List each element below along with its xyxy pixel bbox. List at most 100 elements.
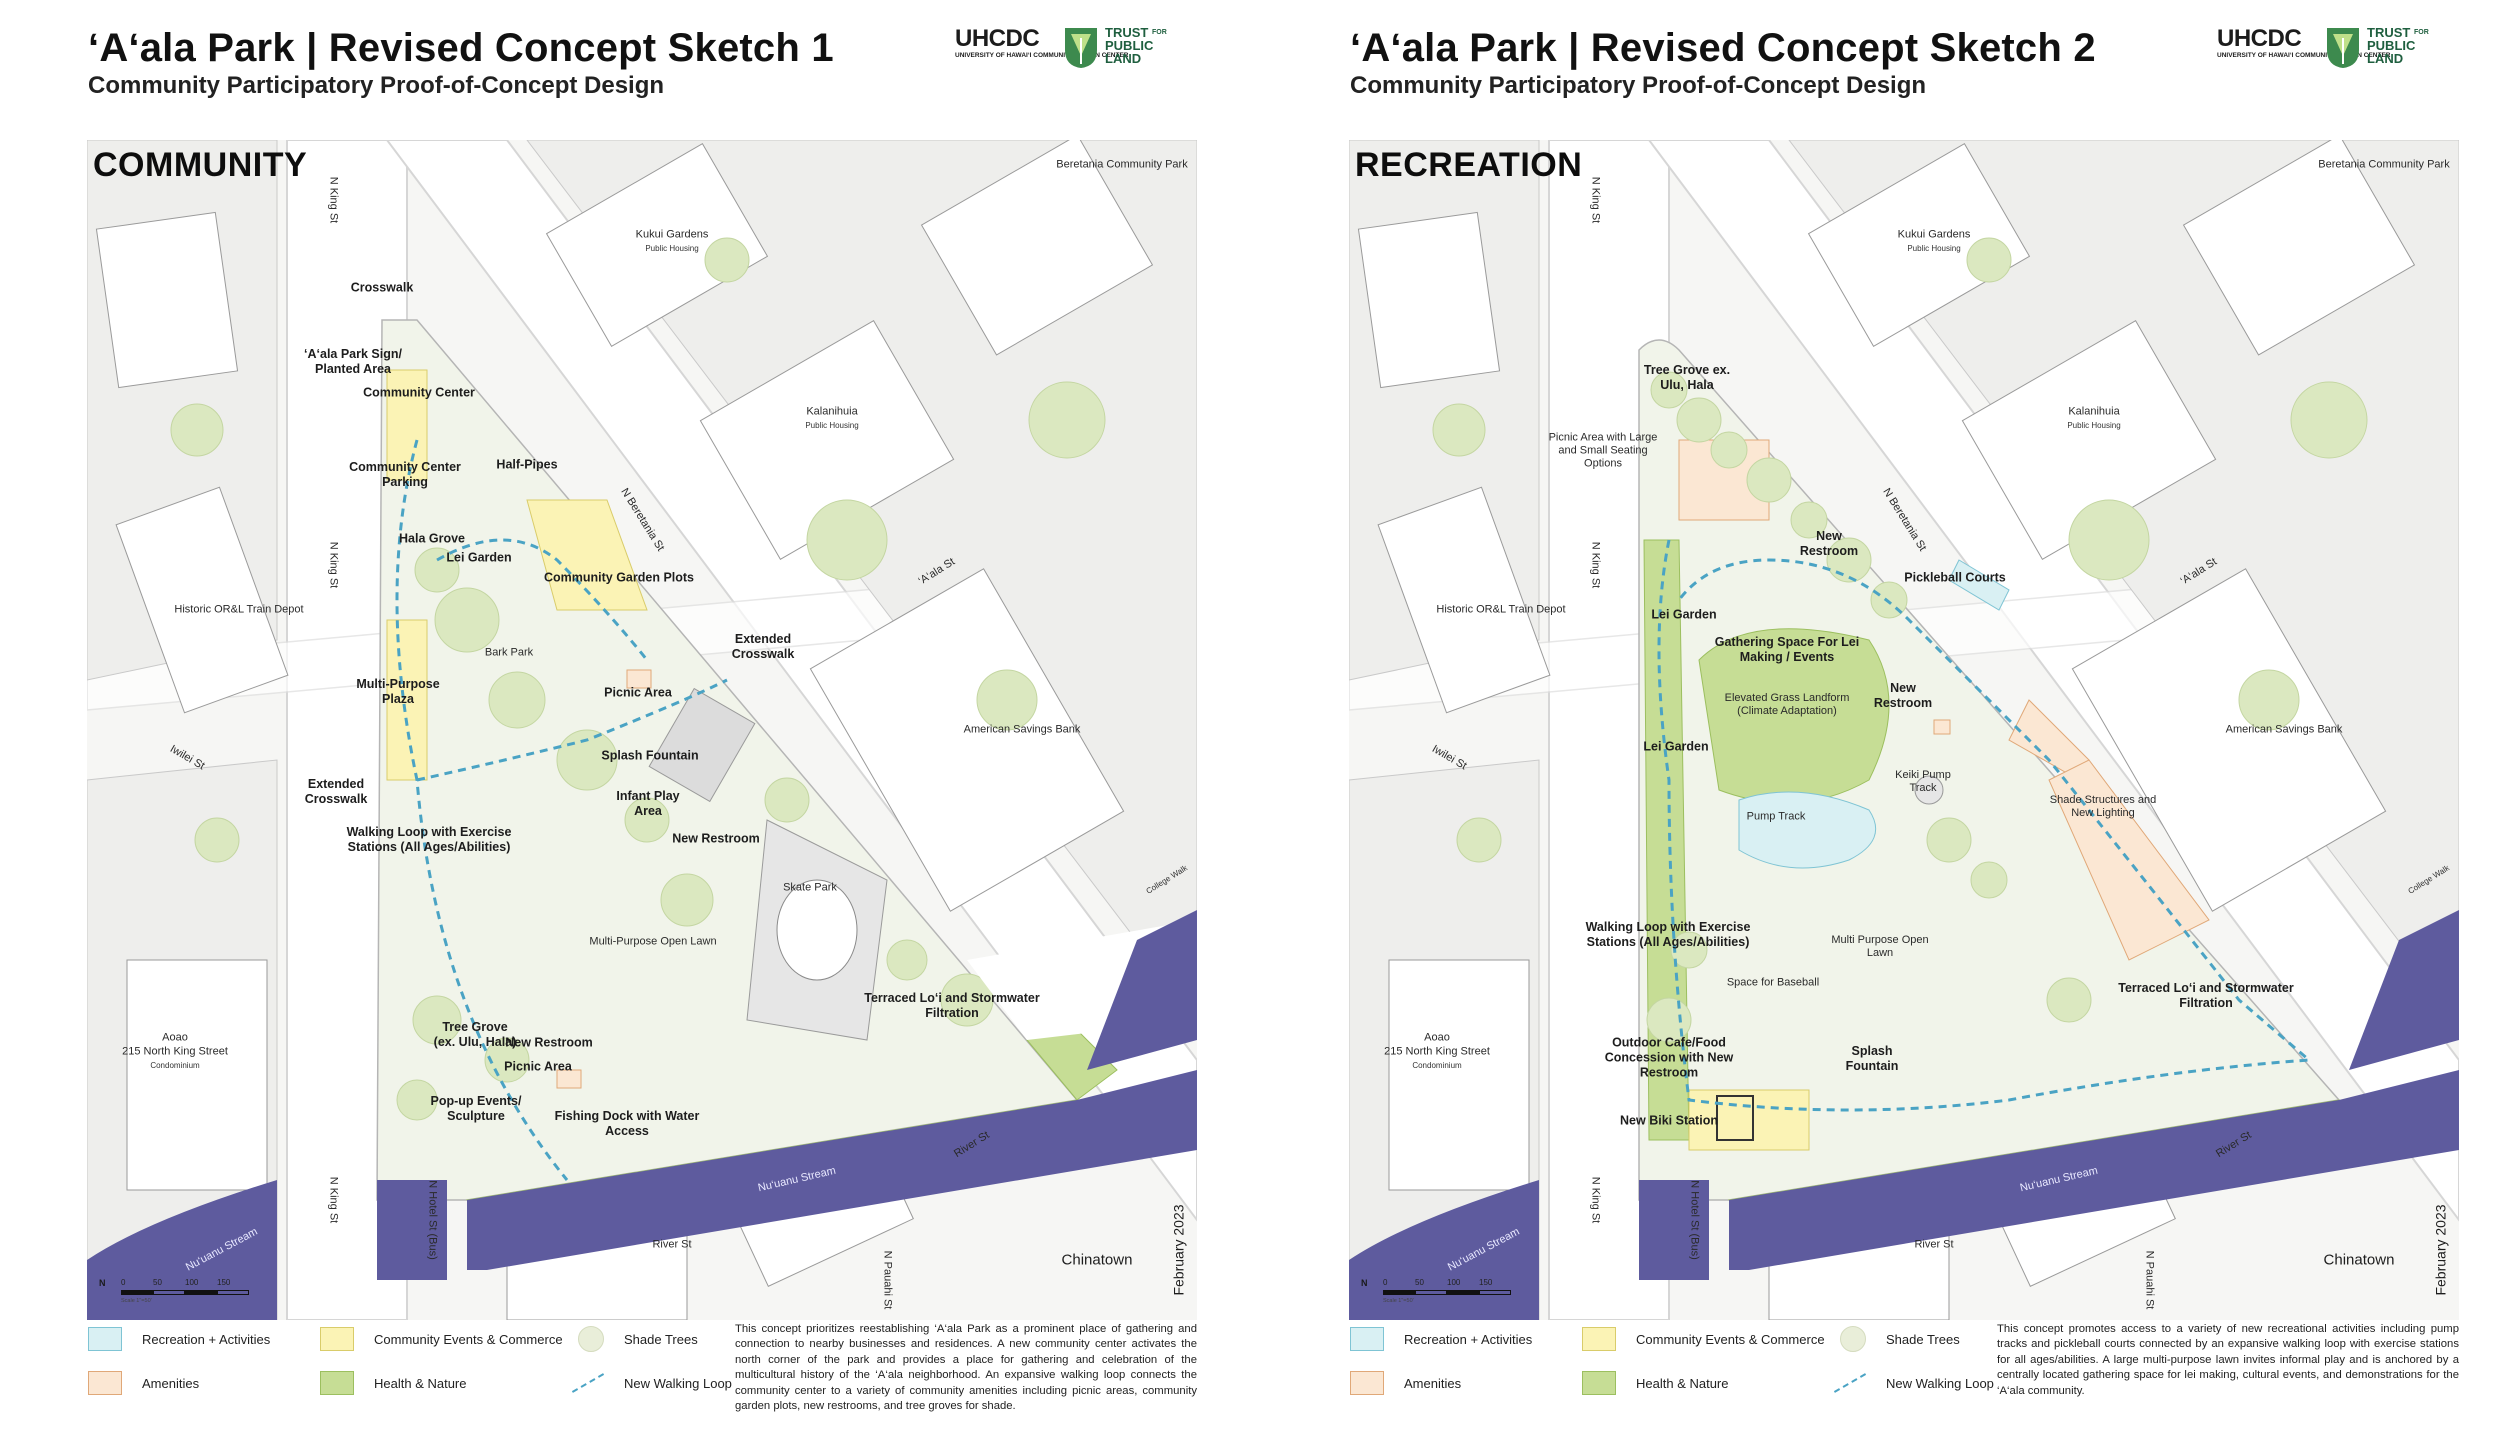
feature-gathering-space: Gathering Space For Lei Making / Events: [1714, 635, 1860, 664]
street-label-n-king-bottom: N King St: [327, 1176, 340, 1224]
legend-amenities-label: Amenities: [1404, 1375, 1462, 1391]
legend-recreation-swatch: [88, 1327, 122, 1351]
feature-hala-grove: Hala Grove: [398, 531, 466, 546]
feature-extended-crosswalk-west: Extended Crosswalk: [304, 777, 368, 806]
legend-walking-loop-icon: [571, 1373, 605, 1393]
beretania-community-park-label: Beretania Community Park: [2318, 158, 2450, 171]
legend-recreation-swatch: [1350, 1327, 1384, 1351]
tpl-line2: PUBLIC: [1105, 38, 1154, 53]
street-label-n-pauahi: N Pauahi St: [881, 1250, 894, 1310]
date-label: February 2023: [2432, 1204, 2449, 1296]
feature-community-center-parking: Community Center Parking: [349, 460, 461, 489]
aoao-street-label: 215 North King Street: [1384, 1045, 1490, 1058]
feature-pump-track: Pump Track: [1746, 810, 1806, 823]
scale-note: Scale 1"=50': [1383, 1298, 1414, 1304]
chinatown-label: Chinatown: [1061, 1251, 1133, 1269]
legend-amenities: Amenities: [88, 1370, 199, 1396]
scale-value-0: 0: [1383, 1278, 1388, 1287]
scale-bar-graphic: [1383, 1290, 1511, 1295]
feature-walking-loop: Walking Loop with Exercise Stations (All…: [1585, 920, 1751, 949]
legend-walking-loop-icon: [1833, 1373, 1867, 1393]
partner-logos: UHCDC UNIVERSITY OF HAWAI‘I COMMUNITY DE…: [2217, 26, 2500, 74]
feature-space-for-baseball: Space for Baseball: [1726, 976, 1820, 989]
page-subtitle: Community Participatory Proof-of-Concept…: [1350, 72, 1927, 99]
feature-lei-garden-south: Lei Garden: [1643, 739, 1709, 754]
legend-community-events: Community Events & Commerce: [320, 1326, 563, 1352]
street-label-n-king-mid: N King St: [1589, 541, 1602, 589]
tpl-wordmark: TRUST FOR PUBLIC LAND: [2367, 26, 2429, 65]
kukui-gardens-label: Kukui Gardens: [635, 228, 709, 241]
legend-shade-trees: Shade Trees: [1840, 1326, 1960, 1352]
legend-shade-trees-icon: [1840, 1326, 1866, 1352]
map-theme-label: COMMUNITY: [93, 146, 308, 184]
tpl-leaf-icon: [1065, 28, 1097, 68]
kukui-gardens-sublabel: Public Housing: [1907, 244, 1961, 253]
legend-health-nature-swatch: [1582, 1371, 1616, 1395]
kukui-gardens-label: Kukui Gardens: [1897, 228, 1971, 241]
street-label-n-king-bottom: N King St: [1589, 1176, 1602, 1224]
historic-depot-label: Historic OR&L Train Depot: [1436, 603, 1566, 616]
trust-for-public-land-logo: TRUST FOR PUBLIC LAND: [2325, 26, 2475, 72]
legend-recreation-label: Recreation + Activities: [1404, 1331, 1533, 1347]
feature-tree-grove: Tree Grove (ex. Ulu, Hala): [433, 1020, 517, 1049]
aoao-label: Aoao: [162, 1031, 188, 1044]
scale-value-1: 50: [1415, 1278, 1424, 1287]
site-plan-drawing: [1349, 140, 2459, 1320]
scale-bar-graphic: [121, 1290, 249, 1295]
legend-amenities: Amenities: [1350, 1370, 1461, 1396]
uhcdc-logo-wordmark: UHCDC: [2217, 25, 2302, 52]
feature-shade-structures: Shade Structures and New Lighting: [2049, 794, 2157, 819]
page-subtitle: Community Participatory Proof-of-Concept…: [88, 72, 665, 99]
feature-new-restroom-east: New Restroom: [1873, 681, 1933, 710]
chinatown-label: Chinatown: [2323, 1251, 2395, 1269]
beretania-community-park-label: Beretania Community Park: [1056, 158, 1188, 171]
legend-community-events-label: Community Events & Commerce: [374, 1331, 563, 1347]
feature-new-restroom-north: New Restroom: [1799, 529, 1859, 558]
tpl-leaf-icon: [2327, 28, 2359, 68]
street-label-n-king-top: N King St: [1589, 176, 1602, 224]
feature-walking-loop: Walking Loop with Exercise Stations (All…: [346, 825, 512, 854]
page-title: ‘A‘ala Park | Revised Concept Sketch 1: [88, 26, 834, 70]
uhcdc-logo-subtext: UNIVERSITY OF HAWAI‘I COMMUNITY DESIGN C…: [955, 52, 1129, 59]
feature-tree-grove: Tree Grove ex. Ulu, Hala: [1643, 363, 1731, 392]
tpl-line3: LAND: [1105, 51, 1142, 66]
north-arrow-icon: N: [99, 1278, 106, 1288]
feature-new-restroom-south: New Restroom: [505, 1035, 593, 1050]
aoao-sublabel: Condominium: [150, 1061, 200, 1070]
tpl-for: FOR: [2413, 29, 2429, 36]
uhcdc-logo: UHCDC UNIVERSITY OF HAWAI‘I COMMUNITY DE…: [955, 25, 1129, 74]
feature-terraced-loi: Terraced Lo‘i and Stormwater Filtration: [864, 991, 1040, 1020]
street-label-n-hotel: N Hotel St (Bus): [426, 1180, 439, 1260]
kalanihuia-label: Kalanihuia: [2068, 405, 2120, 418]
uhcdc-logo: UHCDC UNIVERSITY OF HAWAI‘I COMMUNITY DE…: [2217, 25, 2390, 74]
tpl-line2: PUBLIC: [2367, 38, 2416, 53]
scale-value-1: 50: [153, 1278, 162, 1287]
legend-community-events-swatch: [320, 1327, 354, 1351]
legend-health-nature: Health & Nature: [1582, 1370, 1729, 1396]
legend-walking-loop: New Walking Loop: [1832, 1370, 1994, 1396]
feature-half-pipes: Half-Pipes: [496, 457, 558, 472]
feature-crosswalk: Crosswalk: [350, 280, 414, 295]
kalanihuia-sublabel: Public Housing: [805, 421, 859, 430]
feature-community-garden-plots: Community Garden Plots: [543, 570, 695, 585]
map-legend: Recreation + Activities Community Events…: [88, 1326, 732, 1426]
feature-infant-play-area: Infant Play Area: [616, 789, 680, 818]
feature-park-sign: ‘A‘ala Park Sign/ Planted Area: [304, 347, 402, 376]
scale-value-2: 100: [185, 1278, 199, 1287]
kukui-gardens-sublabel: Public Housing: [645, 244, 699, 253]
uhcdc-logo-wordmark: UHCDC: [955, 25, 1040, 52]
street-label-n-king-mid: N King St: [327, 541, 340, 589]
street-label-n-king-top: N King St: [327, 176, 340, 224]
legend-walking-loop: New Walking Loop: [570, 1370, 732, 1396]
feature-splash-fountain: Splash Fountain: [601, 748, 699, 763]
page-title: ‘A‘ala Park | Revised Concept Sketch 2: [1350, 26, 2096, 70]
street-label-n-pauahi: N Pauahi St: [2143, 1250, 2156, 1310]
legend-community-events: Community Events & Commerce: [1582, 1326, 1825, 1352]
legend-amenities-label: Amenities: [142, 1375, 200, 1391]
american-savings-bank-label: American Savings Bank: [2225, 723, 2343, 736]
legend-amenities-swatch: [1350, 1371, 1384, 1395]
legend-recreation-label: Recreation + Activities: [142, 1331, 271, 1347]
